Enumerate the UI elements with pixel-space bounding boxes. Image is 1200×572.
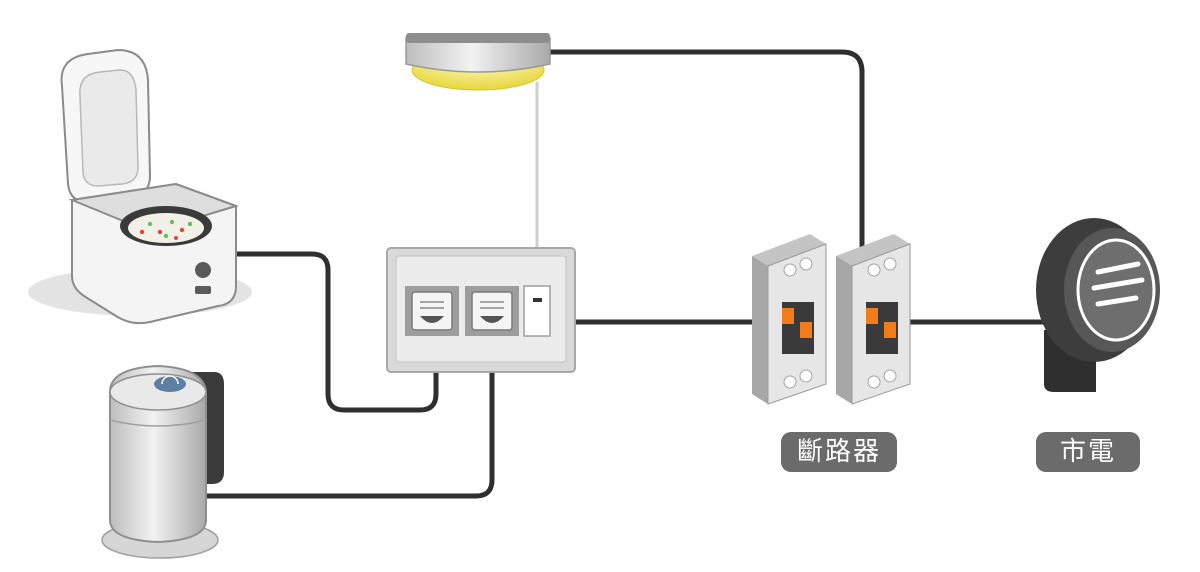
wire-kettle <box>199 327 495 499</box>
breaker-label: 斷路器 <box>781 432 897 472</box>
wires <box>199 49 1049 499</box>
electric-meter-icon <box>1036 218 1160 392</box>
meter-display-lines <box>1091 261 1145 307</box>
circuit-breaker-icon <box>752 234 911 405</box>
outlet-socket-1 <box>405 286 459 336</box>
light-switch-icon <box>523 285 551 337</box>
breaker-unit-1 <box>752 234 827 405</box>
ceiling-lamp-icon <box>405 33 551 91</box>
wire-lamp-to-breaker <box>545 49 865 251</box>
mains-power-label: 市電 <box>1036 432 1140 472</box>
outlet-socket-2 <box>465 286 519 336</box>
breaker-unit-2 <box>836 234 911 405</box>
rice-grains-icon <box>139 219 193 240</box>
rice-cooker-icon <box>28 48 252 325</box>
wire-rice-cooker <box>233 251 439 413</box>
kettle-icon <box>101 364 224 559</box>
wall-outlet-panel-icon <box>386 247 576 373</box>
